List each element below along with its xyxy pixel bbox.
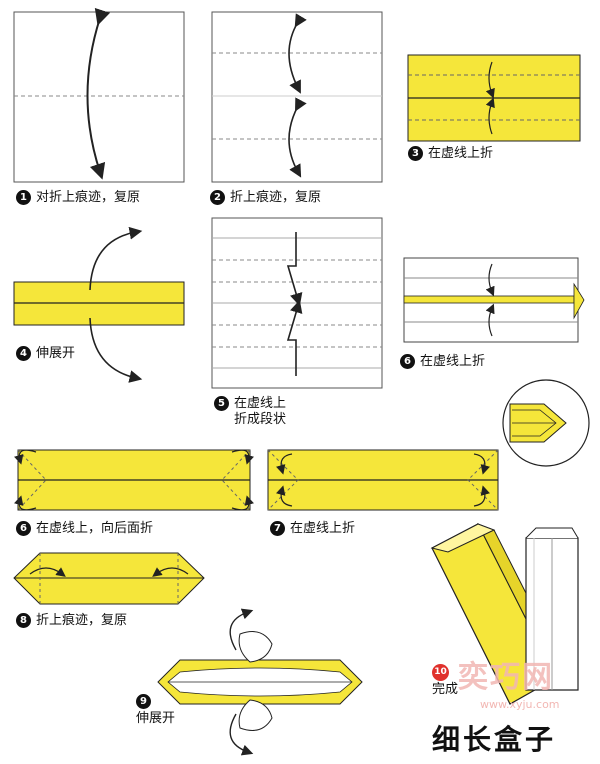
step-number: 2	[210, 190, 225, 205]
step3-figure	[407, 54, 581, 142]
step-number: 6	[16, 521, 31, 536]
step-number: 6	[400, 354, 415, 369]
step-number: 5	[214, 396, 229, 411]
step6a-figure	[403, 257, 585, 343]
step-1-label: 1 对折上痕迹，复原	[16, 190, 140, 206]
step2-figure	[211, 11, 383, 183]
step-2-label: 2 折上痕迹，复原	[210, 190, 321, 206]
step-4-label: 4 伸展开	[16, 346, 75, 362]
step-caption: 伸展开	[136, 711, 176, 726]
step4-figure	[13, 226, 185, 383]
step-9-label: 9 伸展开	[136, 694, 175, 727]
step-number: 10	[432, 664, 449, 681]
step1-figure	[13, 7, 185, 183]
step-caption: 在虚线上折	[420, 354, 486, 369]
step-caption: 折上痕迹，复原	[230, 190, 322, 205]
step-5-label: 5 在虚线上 折成段状	[214, 396, 286, 428]
step-caption: 在虚线上折	[290, 521, 356, 536]
step-3-label: 3 在虚线上折	[408, 146, 493, 162]
watermark-logo: 奕巧网	[458, 660, 554, 695]
step-7-label: 7 在虚线上折	[270, 521, 355, 537]
step-caption: 对折上痕迹，复原	[36, 190, 141, 205]
step-number: 3	[408, 146, 423, 161]
step-number: 9	[136, 694, 151, 709]
step-caption: 在虚线上折	[428, 146, 494, 161]
step-number: 1	[16, 190, 31, 205]
step-caption: 在虚线上 折成段状	[234, 396, 287, 427]
detail-circle	[502, 379, 590, 467]
step-caption: 折上痕迹，复原	[36, 613, 128, 628]
step-6b-label: 6 在虚线上，向后面折	[16, 521, 153, 537]
step-10-label: 10 完成	[432, 664, 458, 698]
step-number: 8	[16, 613, 31, 628]
step-number: 7	[270, 521, 285, 536]
step9-figure	[157, 608, 363, 756]
step6b-figure	[14, 449, 254, 511]
step8-figure	[13, 552, 205, 605]
step10-figure	[430, 523, 579, 705]
step5-figure	[211, 217, 383, 389]
step-8-label: 8 折上痕迹，复原	[16, 613, 127, 629]
step7-figure	[267, 449, 499, 511]
step-caption: 完成	[432, 682, 459, 697]
step-number: 4	[16, 346, 31, 361]
watermark-url: www.xyju.com	[480, 698, 560, 711]
step-caption: 伸展开	[36, 346, 76, 361]
diagram-title: 细长盒子	[432, 723, 557, 756]
step-6a-label: 6 在虚线上折	[400, 354, 485, 370]
step-caption: 在虚线上，向后面折	[36, 521, 154, 536]
